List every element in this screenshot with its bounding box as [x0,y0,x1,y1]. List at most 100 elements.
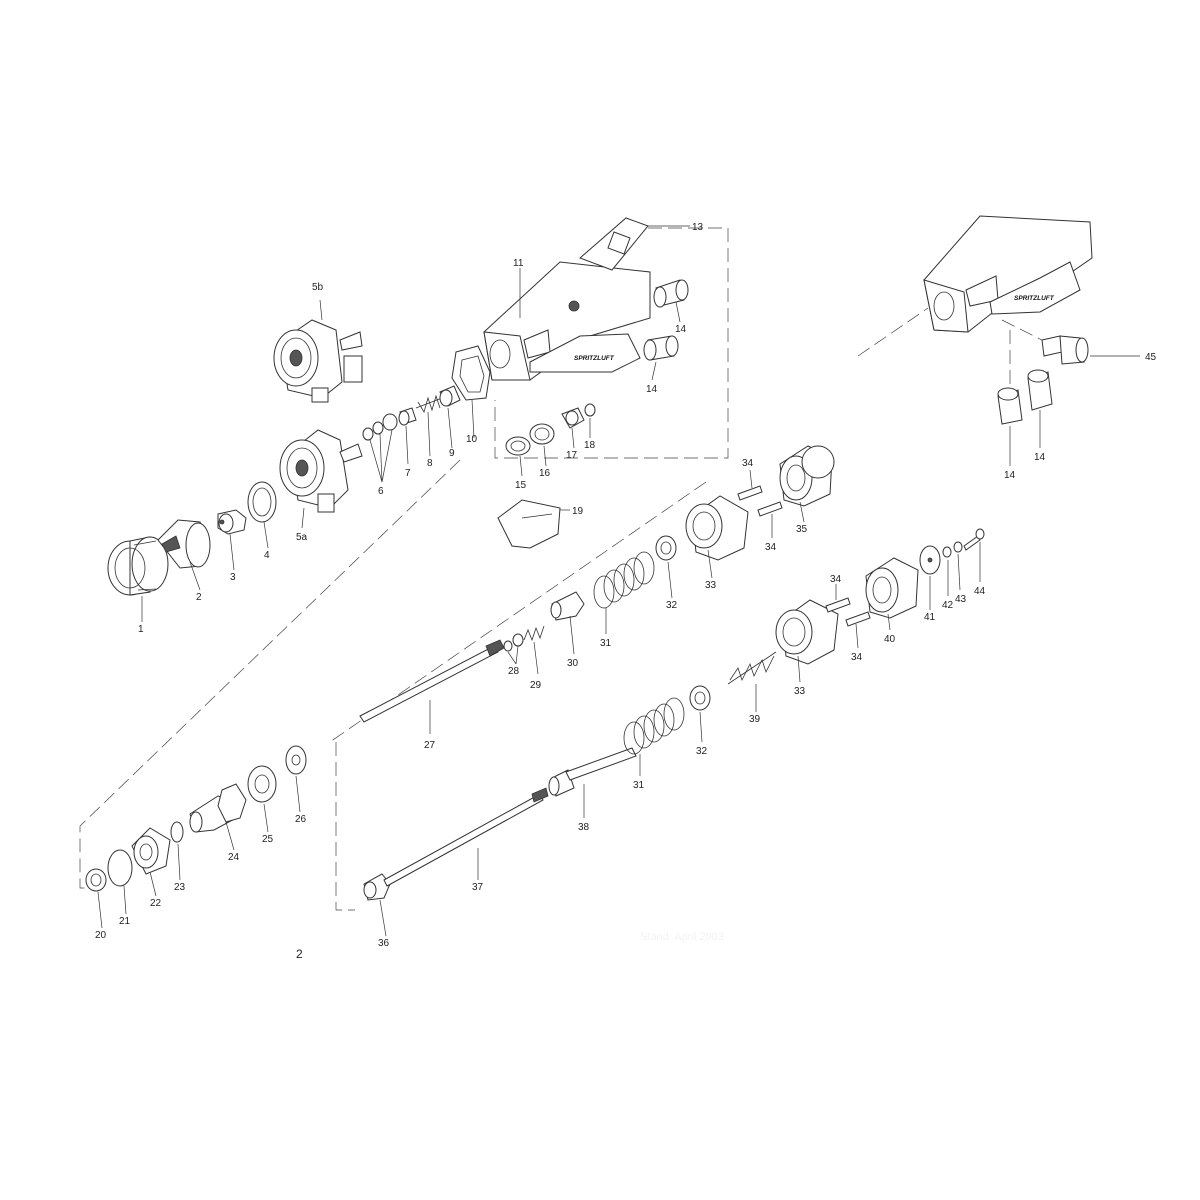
label-part-28: 28 [508,666,520,677]
part-45-quick-coupling [1041,335,1089,365]
label-part-19: 19 [572,506,584,517]
label-part-11: 11 [513,258,524,269]
label-part-34-b: 34 [765,542,777,553]
label-part-35: 35 [796,524,808,535]
part-43-ring [953,541,963,553]
label-part-26: 26 [295,814,307,825]
part-18-o-ring [584,403,596,417]
label-part-20: 20 [95,930,107,941]
part-41-disc [919,545,941,575]
part-29-spring [523,625,545,642]
part-32-washer-lower [689,685,711,711]
label-part-7: 7 [405,468,411,479]
label-part-8: 8 [427,458,433,469]
part-24-piston [189,783,247,833]
label-part-39: 39 [749,714,761,725]
part-32-washer-upper [655,535,677,561]
leader-lines [97,225,1140,937]
part-17-plug [561,407,585,429]
label-part-18: 18 [584,440,596,451]
label-part-45: 45 [1145,352,1157,363]
label-part-31-b: 31 [633,780,645,791]
label-part-3: 3 [230,572,236,583]
label-part-13: 13 [692,222,704,233]
label-part-23: 23 [174,882,186,893]
label-part-5b: 5b [312,282,324,293]
part-30-packing-nut [550,591,585,621]
label-part-43: 43 [955,594,967,605]
part-6-seals [362,413,398,441]
part-36-needle-nut [363,873,391,901]
label-part-44: 44 [974,586,986,597]
label-part-15: 15 [515,480,527,491]
label-part-21: 21 [119,916,131,927]
label-part-2: 2 [196,592,202,603]
part-27-needle [359,639,505,723]
part-14-fitting-d [1027,369,1053,411]
part-38-sleeve [548,747,637,797]
part-1-nozzle-ring [107,536,169,596]
part-31-spring-lower [623,697,685,755]
part-2-air-cap [157,519,211,569]
part-28-packing [503,633,524,652]
part-35-knurled-cap-upper [779,445,835,507]
label-part-4: 4 [264,550,270,561]
part-37-needle [383,787,549,887]
part-39-spring [727,651,777,685]
part-14-fitting-b [643,335,679,361]
page-number: 2 [296,947,303,961]
part-5a-head-piece [279,429,363,513]
part-33-housing-upper [685,495,749,561]
part-34-pins-lower [825,597,871,627]
label-part-25: 25 [262,834,274,845]
part-7-bushing [398,407,417,426]
label-part-17: 17 [566,450,578,461]
label-part-32-a: 32 [666,600,678,611]
label-part-34-c: 34 [830,574,842,585]
label-part-1: 1 [138,624,144,635]
part-labels: 1 2 3 4 5a 5b 6 7 8 9 10 11 13 14 14 15 … [95,222,1157,949]
label-part-34-a: 34 [742,458,754,469]
part-15-ring [505,436,531,456]
label-part-34-d: 34 [851,652,863,663]
label-part-6: 6 [378,486,384,497]
label-part-31-a: 31 [600,638,612,649]
label-part-14-b: 14 [646,384,658,395]
label-part-24: 24 [228,852,240,863]
part-8-spring [415,394,443,413]
label-part-36: 36 [378,938,390,949]
detail-view-gun-body: SPRITZLUFT [923,215,1093,333]
part-14-fitting-c [997,387,1023,425]
part-21-o-ring [107,849,133,887]
part-22-threaded-sleeve [131,827,171,875]
brand-label-main: SPRITZLUFT [574,355,615,362]
part-40-knurled-cap-lower [865,557,919,619]
part-25-washer [247,765,277,803]
part-14-fitting-a [653,279,689,308]
part-31-spring-upper [593,551,655,609]
part-5b-head-piece [273,319,363,403]
label-part-29: 29 [530,680,542,691]
part-16-nut [529,423,555,445]
label-part-33-b: 33 [794,686,806,697]
part-4-seal-ring [247,481,277,523]
label-part-27: 27 [424,740,436,751]
part-44-screw [963,528,985,551]
faded-date-text: Stand: April 2003 [640,931,724,943]
part-19-clip [497,499,561,549]
label-part-41: 41 [924,612,936,623]
part-42-washer [942,546,952,558]
label-part-5a: 5a [296,532,308,543]
part-20-cap-nut [85,868,107,892]
label-part-32-b: 32 [696,746,708,757]
label-part-38: 38 [578,822,590,833]
label-part-22: 22 [150,898,162,909]
label-part-42: 42 [942,600,954,611]
part-10-gasket [451,345,491,401]
part-23-o-ring [170,821,184,843]
part-3-fluid-nozzle [217,509,247,535]
label-part-37: 37 [472,882,484,893]
label-part-40: 40 [884,634,896,645]
label-part-30: 30 [567,658,579,669]
part-11-gun-body: SPRITZLUFT [483,217,651,381]
